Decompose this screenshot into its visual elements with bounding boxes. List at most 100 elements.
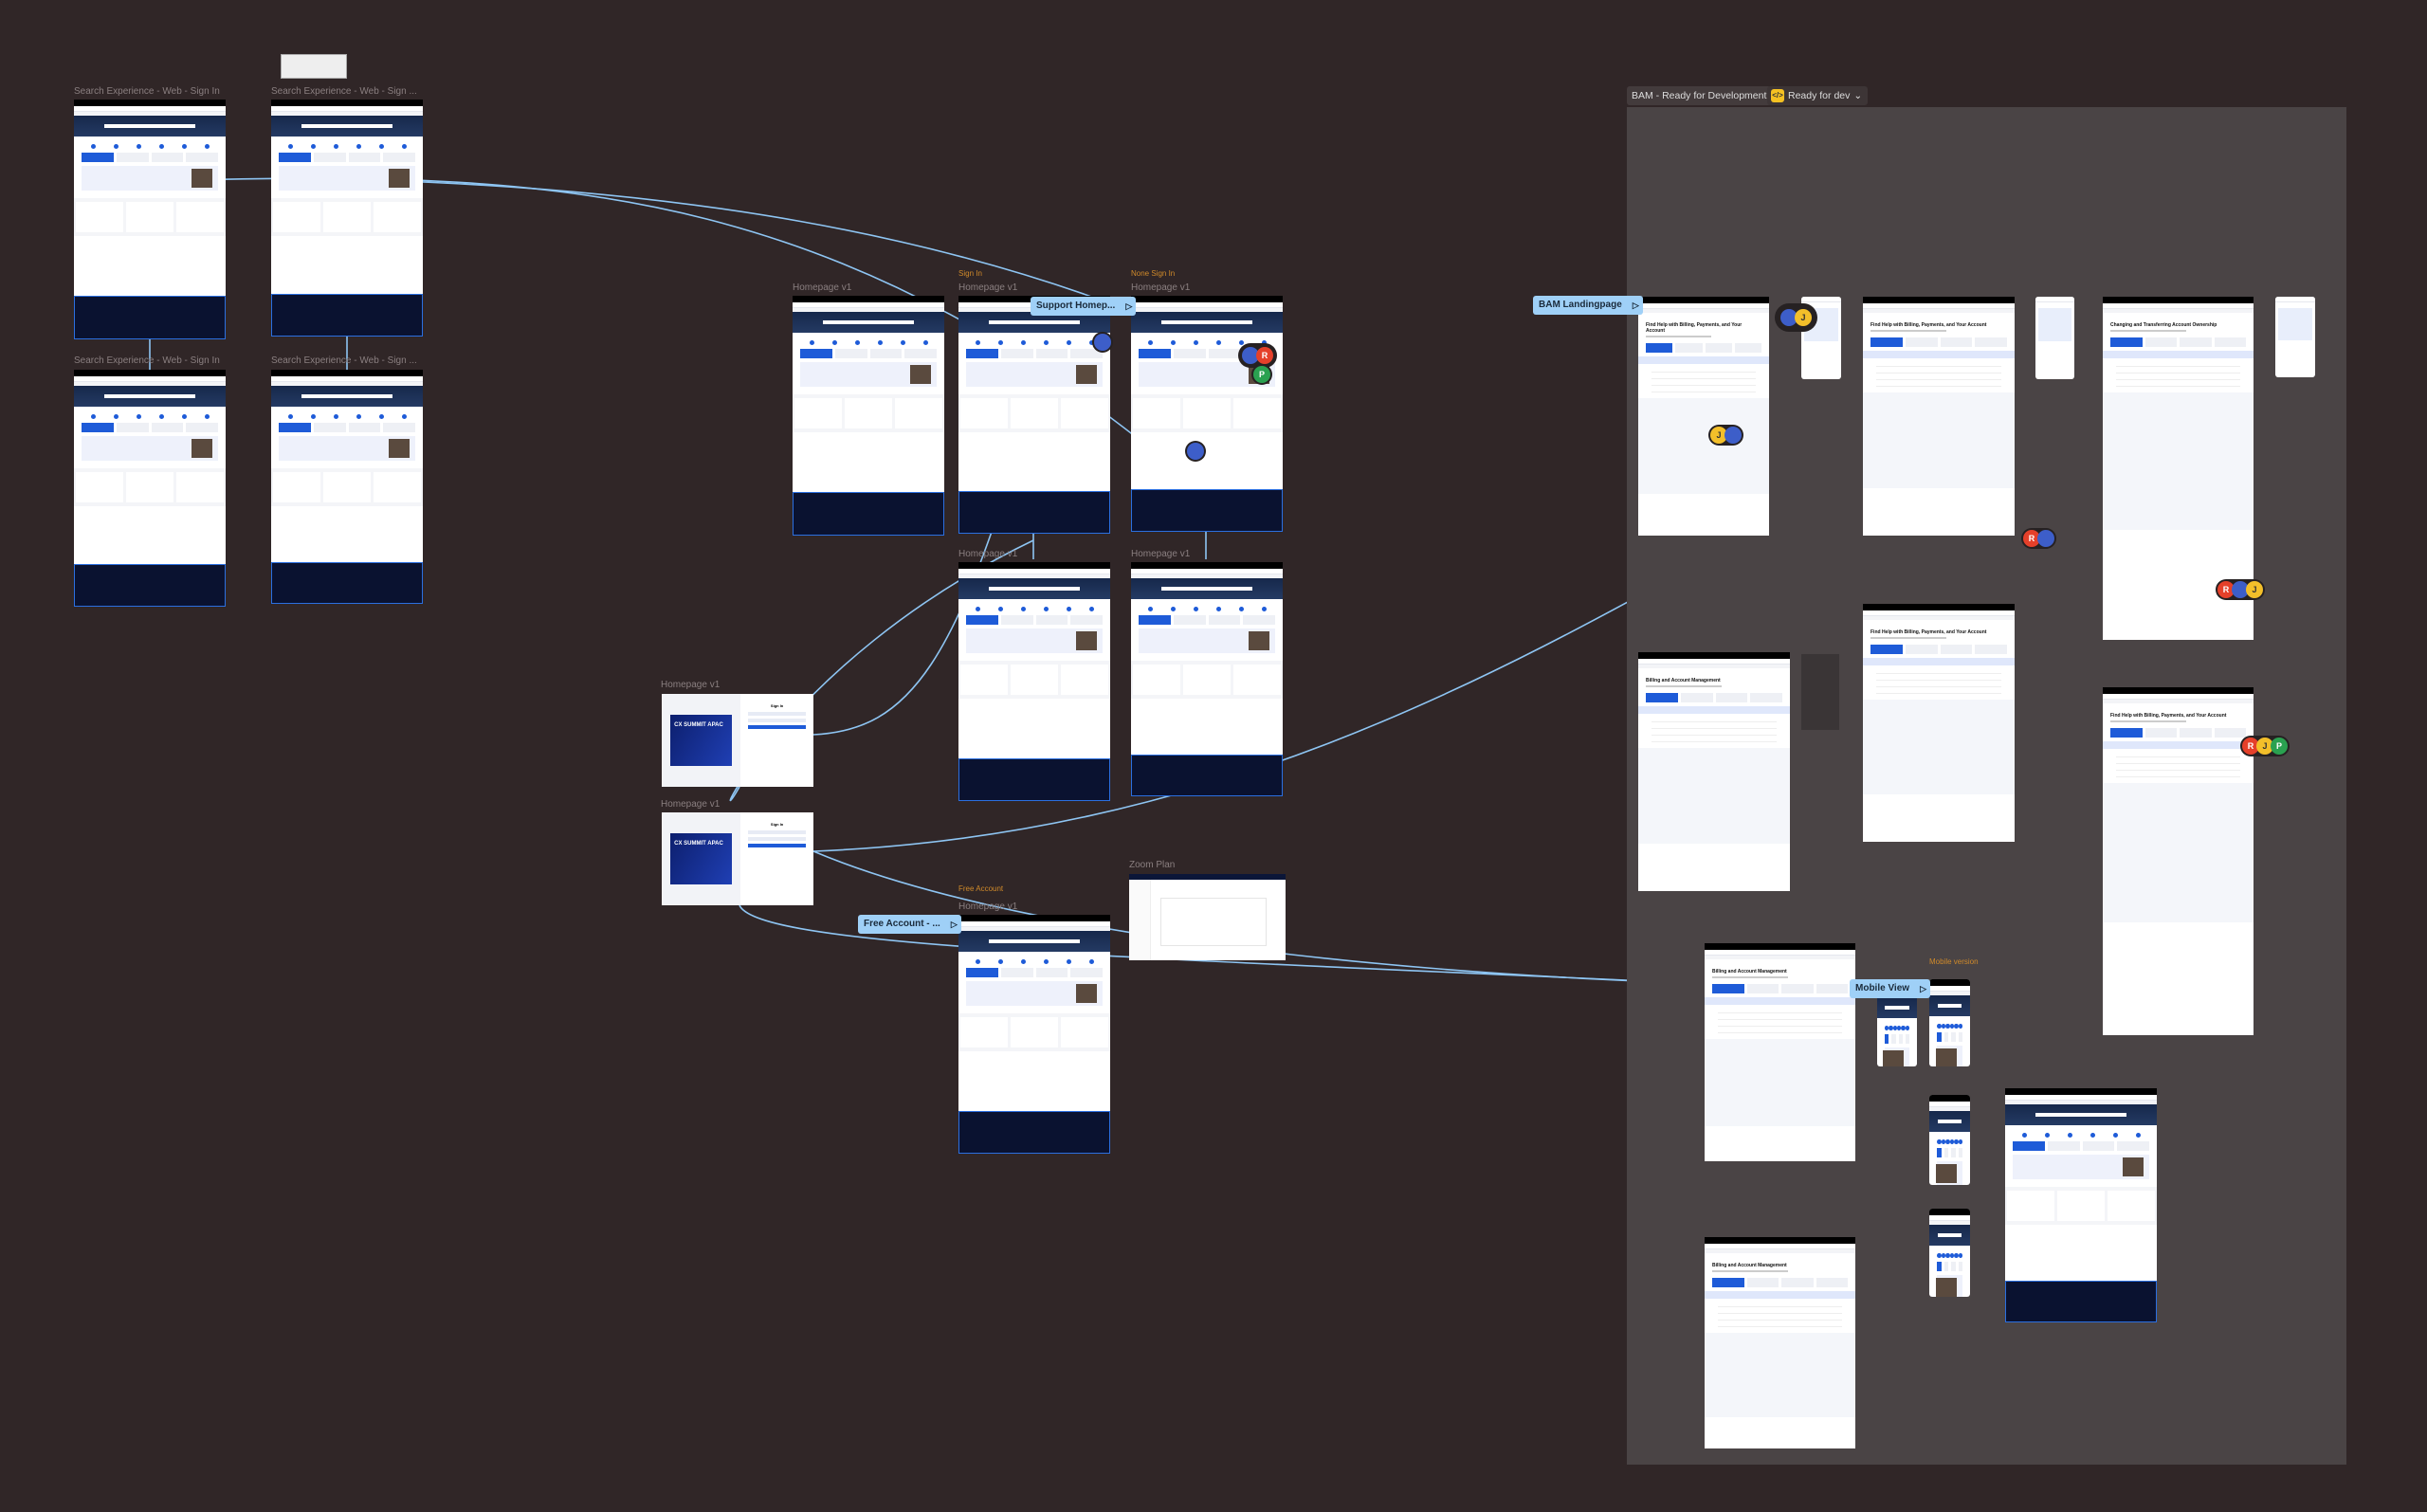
article-columns xyxy=(1131,661,1283,699)
dev-status-dropdown[interactable]: </>Ready for dev⌄ xyxy=(1767,86,1869,105)
frame-homepage-sign-in[interactable] xyxy=(958,296,1110,534)
avatar-group[interactable]: J xyxy=(1708,425,1743,446)
topic-tiles-item xyxy=(1898,1034,1903,1044)
site-subnav xyxy=(74,112,226,116)
product-icons-item xyxy=(1020,607,1026,611)
faq-row xyxy=(1651,731,1777,736)
article-columns-item xyxy=(1011,398,1058,428)
avatar-group[interactable] xyxy=(1185,441,1206,462)
frame-mobile-2[interactable] xyxy=(1929,979,1970,1066)
frame-label: Search Experience - Web - Sign In xyxy=(74,86,220,97)
form-field xyxy=(748,725,806,729)
site-subnav xyxy=(2005,1101,2157,1104)
frame-search-sign-in[interactable] xyxy=(74,100,226,339)
page-body xyxy=(2005,1125,2157,1187)
frame-homepage-none-sign-in[interactable] xyxy=(1131,296,1283,532)
product-icons-item xyxy=(900,340,905,345)
product-icons-item xyxy=(1885,1026,1889,1030)
product-icons xyxy=(1937,1139,1962,1144)
frame-billing-management-3[interactable]: Billing and Account Management xyxy=(1705,1237,1855,1448)
avatar-group[interactable]: P xyxy=(1251,364,1272,385)
product-icons-item xyxy=(1088,607,1094,611)
product-icons-item xyxy=(1941,1253,1945,1258)
site-footer xyxy=(271,294,423,337)
flow-start-mobile-view[interactable]: Mobile View xyxy=(1850,979,1931,998)
article-columns-item xyxy=(1061,1017,1108,1047)
product-icons-item xyxy=(1043,340,1049,345)
frame-mobile-4[interactable] xyxy=(1929,1209,1970,1297)
event-banner: CX SUMMIT APAC xyxy=(670,714,733,767)
frame-homepage[interactable] xyxy=(793,296,944,536)
frame-homepage-5[interactable] xyxy=(1131,562,1283,796)
frame-search-sign-2[interactable] xyxy=(271,100,423,337)
frame-chat-popup[interactable] xyxy=(1801,654,1839,730)
frame-mobile-find-help[interactable] xyxy=(2035,297,2074,379)
avatar-group[interactable] xyxy=(1092,332,1113,353)
frame-free-account-homepage[interactable] xyxy=(958,915,1110,1154)
article-columns-item xyxy=(126,472,173,502)
flow-start-free-account[interactable]: Free Account - ... xyxy=(858,915,961,934)
product-icons-item xyxy=(356,144,361,149)
promo-card xyxy=(966,981,1103,1006)
topic-tiles-item xyxy=(1940,337,1973,347)
community-section xyxy=(1863,700,2015,795)
topic-tiles-item xyxy=(1173,349,1206,358)
frame-homepage-4[interactable] xyxy=(958,562,1110,801)
promo-card xyxy=(279,166,415,191)
product-icons-item xyxy=(975,959,980,964)
frame-mobile-3[interactable] xyxy=(1929,1095,1970,1185)
frame-find-help-sign-in[interactable]: Find Help with Billing, Payments, and Yo… xyxy=(2103,687,2254,1035)
avatar-group[interactable]: R xyxy=(2021,528,2056,549)
product-icons xyxy=(279,144,415,149)
product-icons-item xyxy=(310,144,316,149)
flow-start-support-homepage[interactable]: Support Homep... xyxy=(1031,297,1137,316)
site-subnav xyxy=(1929,1221,1970,1225)
frame-homepage-bam[interactable] xyxy=(2005,1088,2157,1322)
site-subnav xyxy=(74,382,226,386)
article-columns-item xyxy=(76,202,123,232)
frame-search-sign-4[interactable] xyxy=(271,370,423,604)
search-bar xyxy=(1937,1120,1962,1123)
topic-tiles-item xyxy=(1750,693,1782,702)
topic-tiles-item xyxy=(1937,1148,1942,1157)
sticky-note xyxy=(281,54,347,79)
frame-zoom-plan[interactable] xyxy=(1129,874,1286,960)
frame-mobile-find-help-2[interactable] xyxy=(2275,297,2315,377)
avatar-group[interactable]: R xyxy=(1238,343,1277,368)
browser-bar xyxy=(1131,296,1283,302)
frame-billing-management[interactable]: Billing and Account Management xyxy=(1638,652,1790,891)
frame-bam-landing[interactable]: Find Help with Billing, Payments, and Yo… xyxy=(1638,297,1769,536)
product-icons-item xyxy=(2135,1133,2141,1138)
product-icons-item xyxy=(1949,1139,1954,1144)
avatar-p: P xyxy=(2271,738,2288,755)
flow-start-bam-landingpage[interactable]: BAM Landingpage xyxy=(1533,296,1643,315)
product-icons-item xyxy=(1043,959,1049,964)
article-columns-item xyxy=(176,472,224,502)
product-icons-item xyxy=(1958,1024,1962,1029)
product-icons-item xyxy=(1215,340,1221,345)
frame-billing-management-2[interactable]: Billing and Account Management xyxy=(1705,943,1855,1161)
product-icons xyxy=(2013,1133,2149,1138)
product-icons-item xyxy=(136,414,141,419)
faq-row xyxy=(2116,369,2240,373)
topic-tiles-item xyxy=(2047,1141,2080,1151)
site-nav xyxy=(1705,950,1855,956)
frame-find-help-3[interactable]: Find Help with Billing, Payments, and Yo… xyxy=(1863,604,2015,842)
frame-search-sign-in-3[interactable] xyxy=(74,370,226,607)
product-icons-item xyxy=(113,144,119,149)
page-subtitle xyxy=(2110,330,2186,332)
frame-find-help-2[interactable]: Find Help with Billing, Payments, and Yo… xyxy=(1863,297,2015,536)
site-subnav xyxy=(1131,574,1283,578)
topic-tiles-item xyxy=(966,349,998,358)
faq-row xyxy=(1876,676,2001,681)
avatar-group[interactable]: J xyxy=(1775,303,1817,332)
community-section xyxy=(1638,748,1790,844)
faq-row xyxy=(2116,375,2240,380)
faq-row xyxy=(1718,1022,1842,1027)
product-icons-item xyxy=(2044,1133,2050,1138)
product-icons-item xyxy=(809,340,814,345)
